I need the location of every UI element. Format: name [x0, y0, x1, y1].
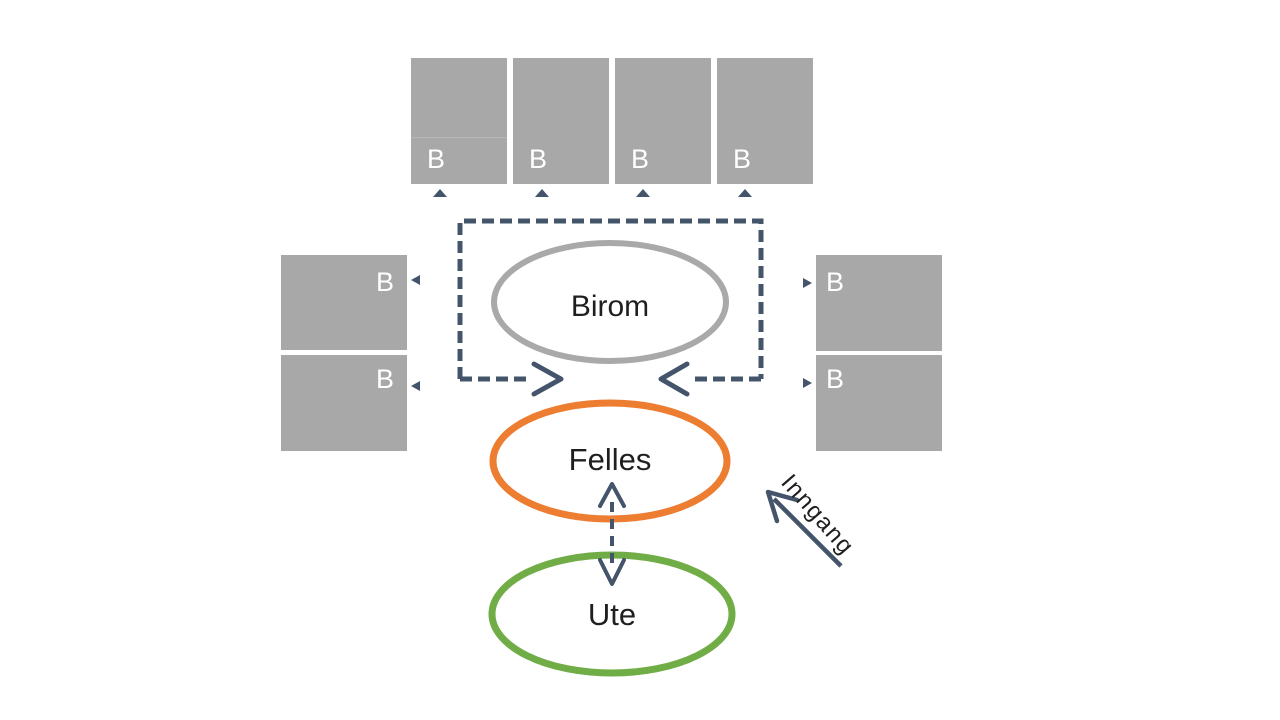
birom-ellipse: [491, 240, 729, 364]
up-arrow-icon: [636, 189, 650, 197]
left-room-box-2: [281, 355, 407, 451]
left-arrow-icon: [411, 275, 420, 285]
room-box-label: B: [529, 144, 547, 174]
inward-arrow-right-head: [658, 361, 690, 397]
room-box-label: B: [376, 364, 394, 394]
ute-label: Ute: [588, 597, 636, 632]
top-room-box-1: [411, 58, 507, 184]
felles-ute-arrow-head-down: [598, 558, 626, 586]
left-room-box-1: [281, 255, 407, 350]
room-box-label: B: [826, 267, 844, 297]
room-box-label: B: [427, 144, 445, 174]
right-room-box-1: [816, 255, 942, 351]
inngang-arrow-head: [765, 489, 800, 524]
felles-label: Felles: [569, 442, 652, 477]
top-room-box-3: [615, 58, 711, 184]
top-room-box-2: [513, 58, 609, 184]
up-arrow-icon: [433, 189, 447, 197]
inward-arrow-left-head: [531, 361, 564, 397]
left-arrow-icon: [411, 381, 420, 391]
room-box-label: B: [631, 144, 649, 174]
right-arrow-icon: [803, 278, 812, 288]
right-arrow-icon: [803, 378, 812, 388]
up-arrow-icon: [535, 189, 549, 197]
top-box-1-faint-line: [411, 137, 507, 139]
room-box-label: B: [376, 267, 394, 297]
room-box-label: B: [733, 144, 751, 174]
inngang-arrow-line: [772, 497, 843, 568]
felles-ute-arrow-head-up: [598, 482, 626, 508]
up-arrow-icon: [738, 189, 752, 197]
birom-label: Birom: [571, 290, 649, 323]
top-room-box-4: [717, 58, 813, 184]
right-room-box-2: [816, 355, 942, 451]
room-box-label: B: [826, 364, 844, 394]
dashed-boundary: [457, 218, 764, 379]
